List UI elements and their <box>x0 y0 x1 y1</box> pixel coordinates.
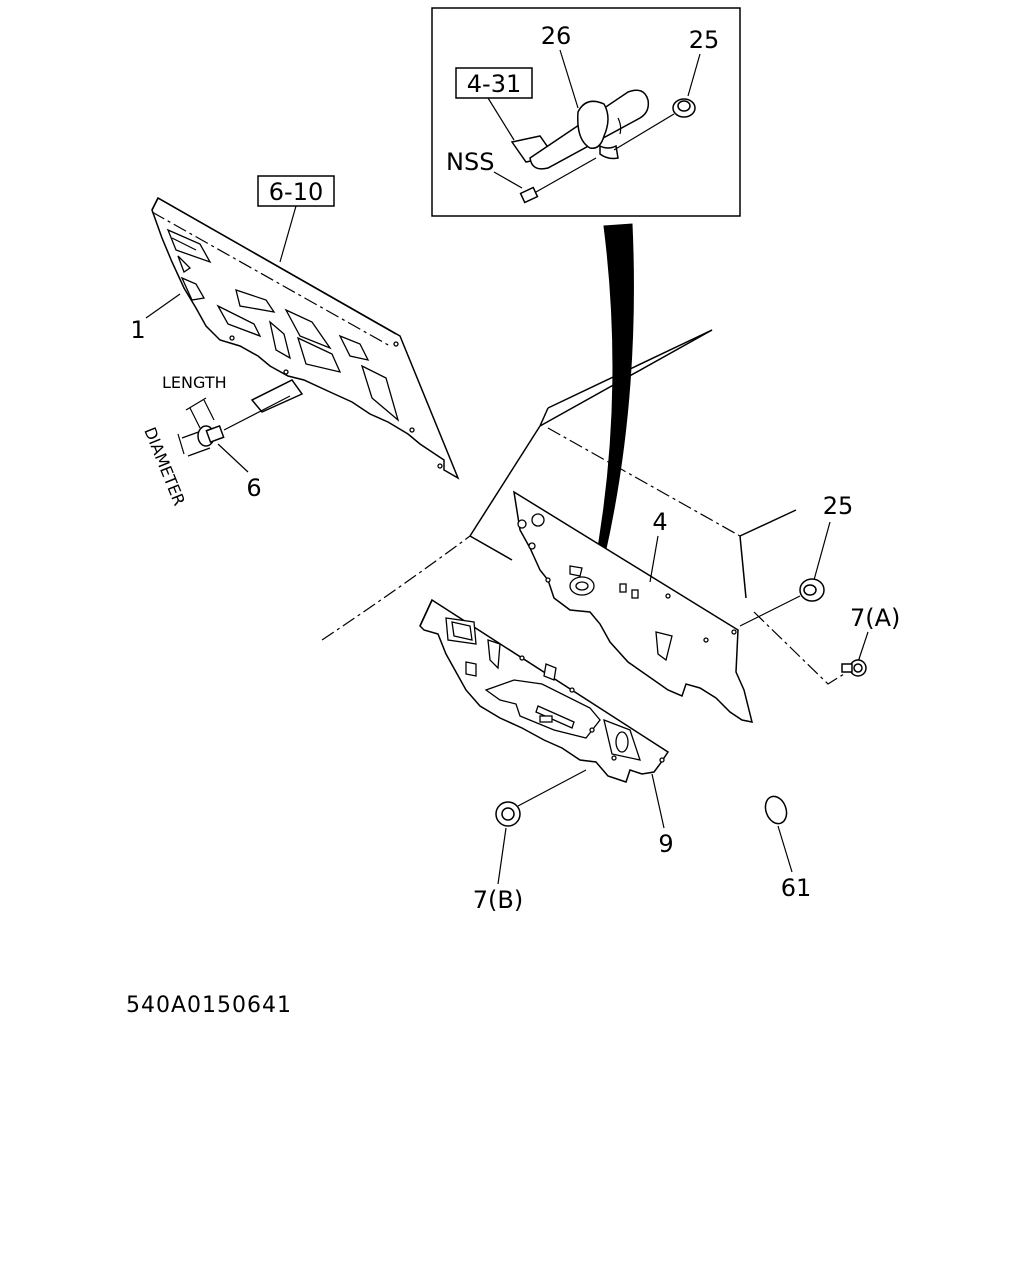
label-part-7b: 7(B) <box>473 886 523 914</box>
stud-nss <box>519 186 539 204</box>
detail-pointer-arrow <box>593 223 634 572</box>
label-nss: NSS <box>446 148 494 176</box>
ref-label-6-10: 6-10 <box>269 178 323 206</box>
ref-label-4-31: 4-31 <box>467 70 521 98</box>
insulator-panel-part-9: 9 <box>419 598 674 858</box>
label-diameter: DIAMETER <box>140 424 189 508</box>
label-part-7a: 7(A) <box>850 604 900 632</box>
leader-6-10 <box>279 205 297 263</box>
assembly-line-inset-b <box>535 157 597 193</box>
ref-box-4-31 <box>455 67 533 99</box>
label-part-1: 1 <box>130 316 145 344</box>
label-part-9: 9 <box>658 830 673 858</box>
insulator-panel-part-1 <box>151 196 460 480</box>
hose-part-26 <box>510 89 650 170</box>
inset-detail: 4-31 26 25 NSS <box>431 7 741 217</box>
diagram-code: 540A0150641 <box>126 993 292 1018</box>
nut-25-right: 25 <box>739 492 854 627</box>
label-part-61: 61 <box>781 874 812 902</box>
leader-26 <box>559 49 579 109</box>
label-part-25-right: 25 <box>823 492 854 520</box>
screw-7a: 7(A) <box>753 604 900 685</box>
leader-25-inset <box>687 53 701 97</box>
assembly-line-inset-a <box>613 113 675 151</box>
label-part-6: 6 <box>246 474 261 502</box>
plug-part-61: 61 <box>764 795 812 902</box>
vehicle-body-outline <box>321 329 797 641</box>
leader-4-31 <box>487 97 515 141</box>
leader-nss <box>493 171 523 189</box>
nut-7b: 7(B) <box>473 769 587 914</box>
label-length: LENGTH <box>162 373 227 392</box>
nut-25-inset <box>672 98 696 118</box>
label-part-4: 4 <box>652 508 667 536</box>
inset-frame <box>431 7 741 217</box>
dash-insulator-part-4: 4 <box>513 490 754 723</box>
leader-1 <box>145 293 181 319</box>
label-part-25-inset: 25 <box>689 26 720 54</box>
label-part-26: 26 <box>541 22 572 50</box>
